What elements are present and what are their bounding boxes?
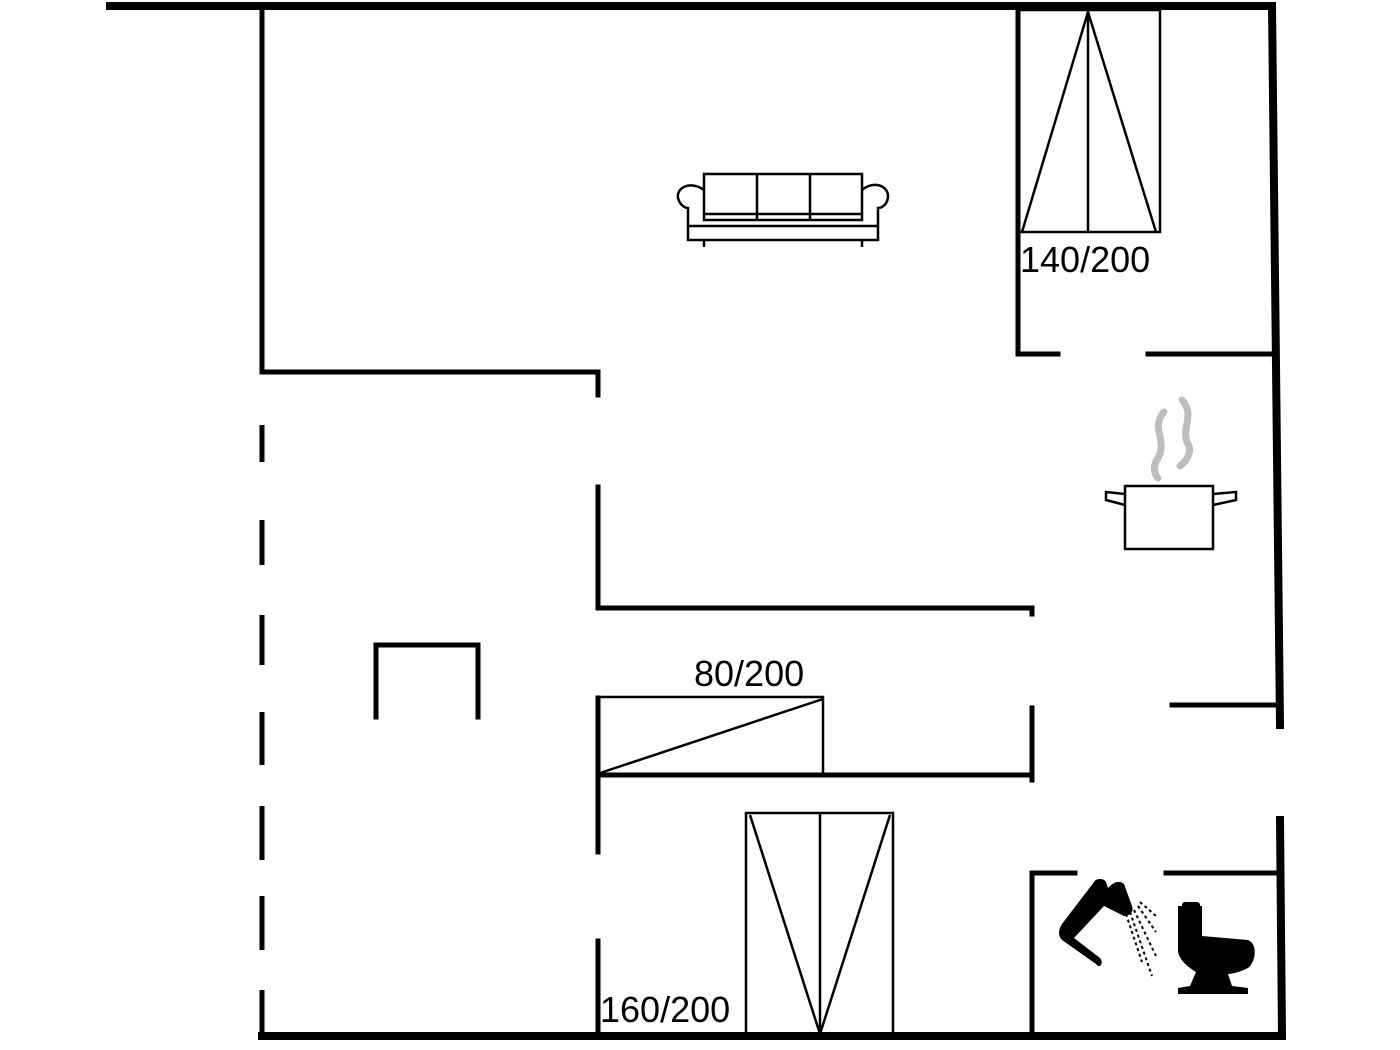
shower-spray (1125, 901, 1157, 977)
bed-label: 160/200 (600, 989, 730, 1030)
bed-160-200: 160/200 (600, 811, 895, 1039)
bed-cover (1020, 7, 1158, 233)
sofa-backrest (702, 172, 864, 222)
toilet-body (1178, 906, 1255, 994)
bed-cover (599, 697, 824, 775)
right-wall-lower (1275, 815, 1287, 1041)
steam-line (1150, 408, 1168, 482)
table-outline (373, 642, 481, 720)
cooking-pot-icon (1104, 396, 1238, 551)
table (373, 642, 481, 720)
bed-140-200: 140/200 (1016, 7, 1162, 280)
steam-line (1176, 396, 1193, 470)
shower-icon (1059, 879, 1157, 977)
sofa-arms (676, 183, 890, 242)
pot-handle-left (1104, 490, 1126, 507)
bed-cover (748, 814, 892, 1039)
pot-body (1123, 484, 1215, 551)
outer-walls (106, 1, 1287, 1041)
toilet-icon (1178, 902, 1255, 994)
toilet-lid (1182, 902, 1200, 910)
shower-head (1059, 879, 1133, 967)
bed-label: 80/200 (694, 653, 804, 694)
pot-handle-right (1212, 490, 1238, 507)
sofa-icon (676, 172, 890, 247)
bed-frame (596, 695, 825, 777)
right-wall-upper (1267, 1, 1285, 730)
bed-80-200: 80/200 (596, 653, 825, 777)
bed-label: 140/200 (1020, 239, 1150, 280)
